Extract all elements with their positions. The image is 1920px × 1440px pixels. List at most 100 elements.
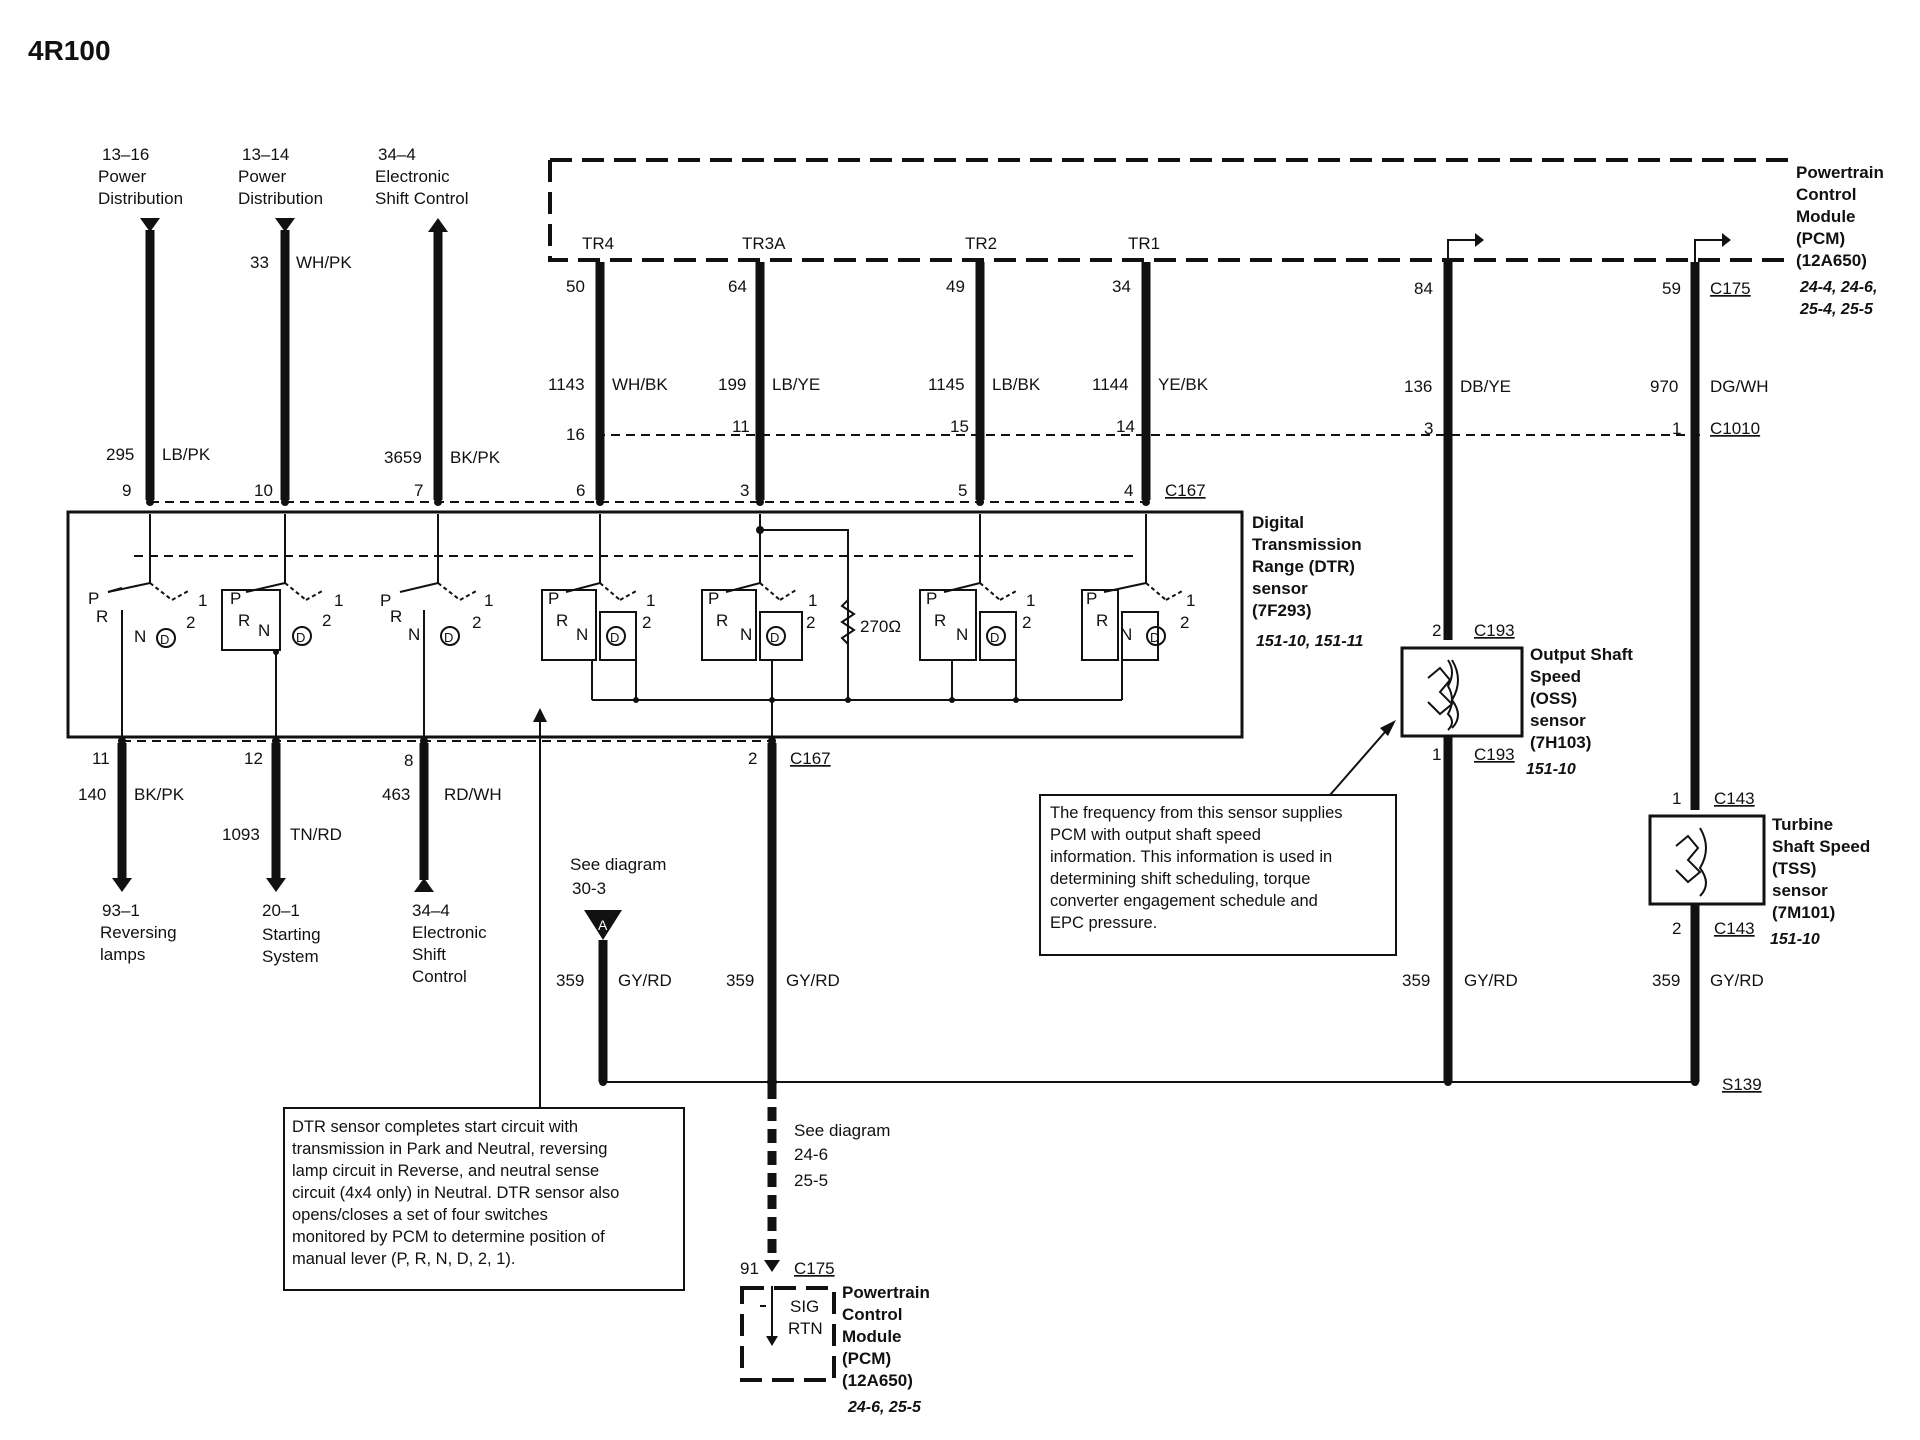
svg-text:11: 11 [732,417,750,436]
wire-number: 3659 [384,448,422,467]
svg-text:The frequency from this sensor: The frequency from this sensor supplies [1050,804,1343,822]
svg-text:Shift: Shift [412,945,446,964]
wire-number: 140 [78,785,106,804]
bottom-ref-reversing-lamps: 93–1 Reversing lamps [100,901,177,964]
svg-text:8: 8 [404,751,413,770]
wire-color: WH/BK [612,375,668,394]
svg-text:2: 2 [1180,613,1189,632]
arrow-down-icon [266,878,286,892]
svg-text:P: P [926,589,937,608]
svg-text:System: System [262,947,319,966]
pcm-pin: 59 [1662,279,1681,298]
pcm-pin: 50 [566,277,585,296]
pcm-rtn-label: RTN [788,1319,823,1338]
svg-text:2: 2 [748,749,757,768]
arrow-down-icon [766,1336,778,1346]
svg-text:D: D [1150,630,1159,645]
svg-text:P: P [1086,589,1097,608]
resistor-icon [840,599,856,645]
arrow-down-icon [275,218,295,232]
wire-color: DG/WH [1710,377,1769,396]
c193-label-bottom: C193 [1474,745,1515,764]
svg-text:(PCM): (PCM) [1796,229,1845,248]
svg-text:93–1: 93–1 [102,901,140,920]
svg-text:11: 11 [92,749,110,768]
svg-text:151-10, 151-11: 151-10, 151-11 [1256,633,1363,650]
arrow-up-icon [428,218,448,232]
c143-label-top: C143 [1714,789,1755,808]
svg-text:DTR sensor completes start cir: DTR sensor completes start circuit with [292,1118,578,1136]
wire-number: 1145 [928,375,965,394]
svg-text:25-5: 25-5 [794,1171,828,1190]
svg-text:Starting: Starting [262,925,321,944]
arrow-icon [1380,720,1396,736]
pcm-pin-marker [1447,239,1475,262]
svg-text:R: R [716,611,728,630]
c167-top-dots [146,498,1150,506]
dtr-switch-3: P R N D 2 1 [380,582,493,737]
arrow-down-icon [140,218,160,232]
svg-text:See diagram: See diagram [794,1121,890,1140]
ref-line-1: Power [98,167,147,186]
wire-color: GY/RD [618,971,672,990]
bottom-ref-starting-system: 20–1 Starting System [262,901,321,966]
svg-text:(7H103): (7H103) [1530,733,1591,752]
svg-text:30-3: 30-3 [572,879,606,898]
svg-text:24-6: 24-6 [794,1145,828,1164]
svg-text:transmission in Park and Neutr: transmission in Park and Neutral, revers… [292,1140,607,1158]
c167-top-label: C167 [1165,481,1206,500]
arrow-down-icon [112,878,132,892]
oss-sensor-box [1400,646,1524,738]
svg-text:N: N [1120,625,1132,644]
wire-number: 970 [1650,377,1678,396]
svg-text:P: P [230,589,241,608]
wire-number: 359 [1402,971,1430,990]
svg-text:EPC pressure.: EPC pressure. [1050,914,1157,932]
svg-text:lamps: lamps [100,945,145,964]
dtr-sensor-box [66,510,1244,739]
svg-text:Output Shaft: Output Shaft [1530,645,1633,664]
svg-text:1: 1 [808,591,817,610]
wire-color: TN/RD [290,825,342,844]
tss-sensor-label: Turbine Shaft Speed (TSS) sensor (7M101)… [1770,815,1870,948]
ref-line-2: Shift Control [375,189,469,208]
c175-bottom-pin: 91 [740,1259,759,1278]
top-ref-power-distribution-1: 13–16 Power Distribution [98,145,183,208]
svg-text:151-10: 151-10 [1526,761,1576,778]
pcm-top-box [548,158,1790,262]
svg-text:P: P [88,589,99,608]
svg-text:N: N [258,621,270,640]
svg-text:1: 1 [334,591,343,610]
tr4-label: TR4 [582,234,614,253]
arrow-down-icon [764,1260,780,1272]
svg-text:24-4, 24-6,: 24-4, 24-6, [1799,279,1877,296]
svg-text:sensor: sensor [1772,881,1828,900]
svg-text:10: 10 [254,481,273,500]
oss-sensor-label: Output Shaft Speed (OSS) sensor (7H103) … [1526,645,1633,778]
wire-number: 1144 [1092,375,1129,394]
svg-text:(12A650): (12A650) [842,1371,913,1390]
pcm-top-label: Powertrain Control Module (PCM) (12A650)… [1796,163,1884,318]
svg-text:2: 2 [642,613,651,632]
svg-text:1: 1 [646,591,655,610]
dtr-switch-7: P R N D 2 1 [1081,582,1195,661]
ref-code: 34–4 [378,145,416,164]
wire-color: BK/PK [450,448,501,467]
connector-a-label: A [598,917,608,933]
svg-text:R: R [238,611,250,630]
svg-text:sensor: sensor [1252,579,1308,598]
svg-text:R: R [556,611,568,630]
svg-text:(PCM): (PCM) [842,1349,891,1368]
see-diagram-a: See diagram 30-3 [570,855,666,898]
pcm-pin-marker [1694,239,1722,262]
c1010-label: C1010 [1710,419,1760,438]
svg-text:N: N [134,627,146,646]
c193-label-top: C193 [1474,621,1515,640]
top-ref-power-distribution-2: 13–14 Power Distribution [238,145,323,208]
svg-text:2: 2 [1022,613,1031,632]
c193-pin-bottom: 1 [1432,745,1441,764]
svg-text:Speed: Speed [1530,667,1581,686]
svg-text:converter engagement schedule: converter engagement schedule and [1050,892,1318,910]
wire-color: LB/YE [772,375,820,394]
c167-bottom-pins: 11 12 8 2 [92,749,757,770]
